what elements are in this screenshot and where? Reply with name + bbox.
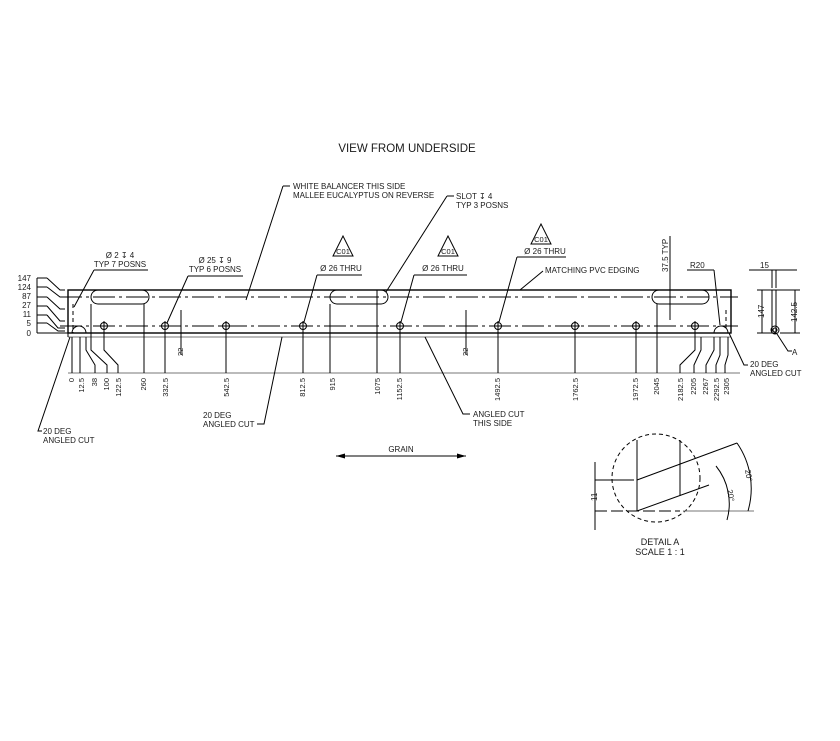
hdim: 1762.5 xyxy=(571,378,580,401)
vertical-dimensions: 147 124 87 27 11 5 0 xyxy=(18,274,68,338)
detail-a: 11 20° 20° DETAIL A SCALE 1 : 1 xyxy=(590,433,754,557)
side-view: 15 147 142.5 A xyxy=(749,261,800,357)
callout-thru-1: Ø 26 THRU xyxy=(320,264,362,273)
hdim: 12.5 xyxy=(77,378,86,393)
revision-tag: C01 xyxy=(441,247,455,256)
callout-slot: SLOT ↧ 4 xyxy=(456,192,493,201)
vdim-87: 87 xyxy=(22,292,31,301)
side-dim-width: 15 xyxy=(760,261,769,270)
vdim-0: 0 xyxy=(27,329,32,338)
side-dim-142-5: 142.5 xyxy=(790,301,799,322)
hdim: 1152.5 xyxy=(395,378,404,400)
hdim: 0 xyxy=(67,378,76,382)
detail-dim-11: 11 xyxy=(590,492,599,501)
callout-thru-3: Ø 26 THRU xyxy=(524,247,566,256)
hdim: 2292.5 xyxy=(712,378,721,401)
note-angled-cut-right: 20 DEG xyxy=(750,360,778,369)
hdim: 2182.5 xyxy=(676,378,685,401)
extension-lines xyxy=(71,290,729,373)
note-angled-cut-right-2: ANGLED CUT xyxy=(750,369,802,378)
hdim: 1972.5 xyxy=(631,378,640,401)
note-white-balancer: WHITE BALANCER THIS SIDE xyxy=(293,182,405,191)
note-pvc-edging: MATCHING PVC EDGING xyxy=(545,266,640,275)
vdim-124: 124 xyxy=(18,283,32,292)
hdim: 2305 xyxy=(722,378,731,395)
hdim: 100 xyxy=(102,378,111,391)
slots xyxy=(90,289,710,305)
hdim: 542.5 xyxy=(222,378,231,397)
hdim: 332.5 xyxy=(161,378,170,397)
detail-scale: SCALE 1 : 1 xyxy=(635,547,685,557)
callout-hole-small-typ: TYP 7 POSNS xyxy=(94,260,146,269)
hdim: 2045 xyxy=(652,378,661,395)
note-angled-cut-this-side-2: THIS SIDE xyxy=(473,419,512,428)
revision-tag: C01 xyxy=(336,247,350,256)
detail-title: DETAIL A xyxy=(641,537,680,547)
side-dim-147: 147 xyxy=(757,304,766,318)
callout-slot-typ: TYP 3 POSNS xyxy=(456,201,508,210)
note-angled-cut-mid: 20 DEG xyxy=(203,411,231,420)
notch-right xyxy=(713,325,729,334)
vdim-11: 11 xyxy=(23,310,32,319)
vdim-147: 147 xyxy=(18,274,32,283)
note-mallee-eucalyptus: MALLEE EUCALYPTUS ON REVERSE xyxy=(293,191,434,200)
notch-left xyxy=(71,325,87,334)
note-angled-cut-left-2: ANGLED CUT xyxy=(43,436,95,445)
hdim: 1492.5 xyxy=(493,378,502,401)
revision-triangle-icon xyxy=(530,222,552,245)
note-angled-cut-left: 20 DEG xyxy=(43,427,71,436)
view-title: VIEW FROM UNDERSIDE xyxy=(338,143,476,155)
callout-hole-25-typ: TYP 6 POSNS xyxy=(189,265,241,274)
hdim: 915 xyxy=(328,378,337,391)
note-angled-cut-mid-2: ANGLED CUT xyxy=(203,420,255,429)
holes xyxy=(99,321,700,331)
revision-tag: C01 xyxy=(534,235,548,244)
hdim: 1075 xyxy=(373,378,382,395)
dim-radius: R20 xyxy=(690,261,705,270)
horizontal-dimensions: 0 12.5 38 100 122.5 260 332.5 542.5 812.… xyxy=(67,378,731,401)
hdim: 260 xyxy=(139,378,148,391)
detail-ref-a: A xyxy=(792,348,798,357)
dim-slot-depth: 37.5 TYP xyxy=(661,239,670,272)
grain-label: GRAIN xyxy=(388,445,414,454)
revision-triangle-icon xyxy=(437,234,459,257)
callout-thru-2: Ø 26 THRU xyxy=(422,264,464,273)
vdim-27: 27 xyxy=(22,301,31,310)
vdim-5: 5 xyxy=(27,319,32,328)
callout-hole-25: Ø 25 ↧ 9 xyxy=(199,256,232,265)
hdim: 2205 xyxy=(689,378,698,395)
detail-angle-outer: 20° xyxy=(743,469,754,482)
hdim: 122.5 xyxy=(114,378,123,397)
hdim: 812.5 xyxy=(298,378,307,397)
hdim: 2267 xyxy=(701,378,710,395)
hdim: 38 xyxy=(90,378,99,386)
detail-angle-inner: 20° xyxy=(725,489,736,502)
note-angled-cut-this-side: ANGLED CUT xyxy=(473,410,525,419)
revision-triangle-icon xyxy=(332,234,354,257)
dim-22-left: 22 xyxy=(176,348,185,356)
dim-22-right: 22 xyxy=(461,348,470,356)
callout-hole-small: Ø 2 ↧ 4 xyxy=(106,251,135,260)
